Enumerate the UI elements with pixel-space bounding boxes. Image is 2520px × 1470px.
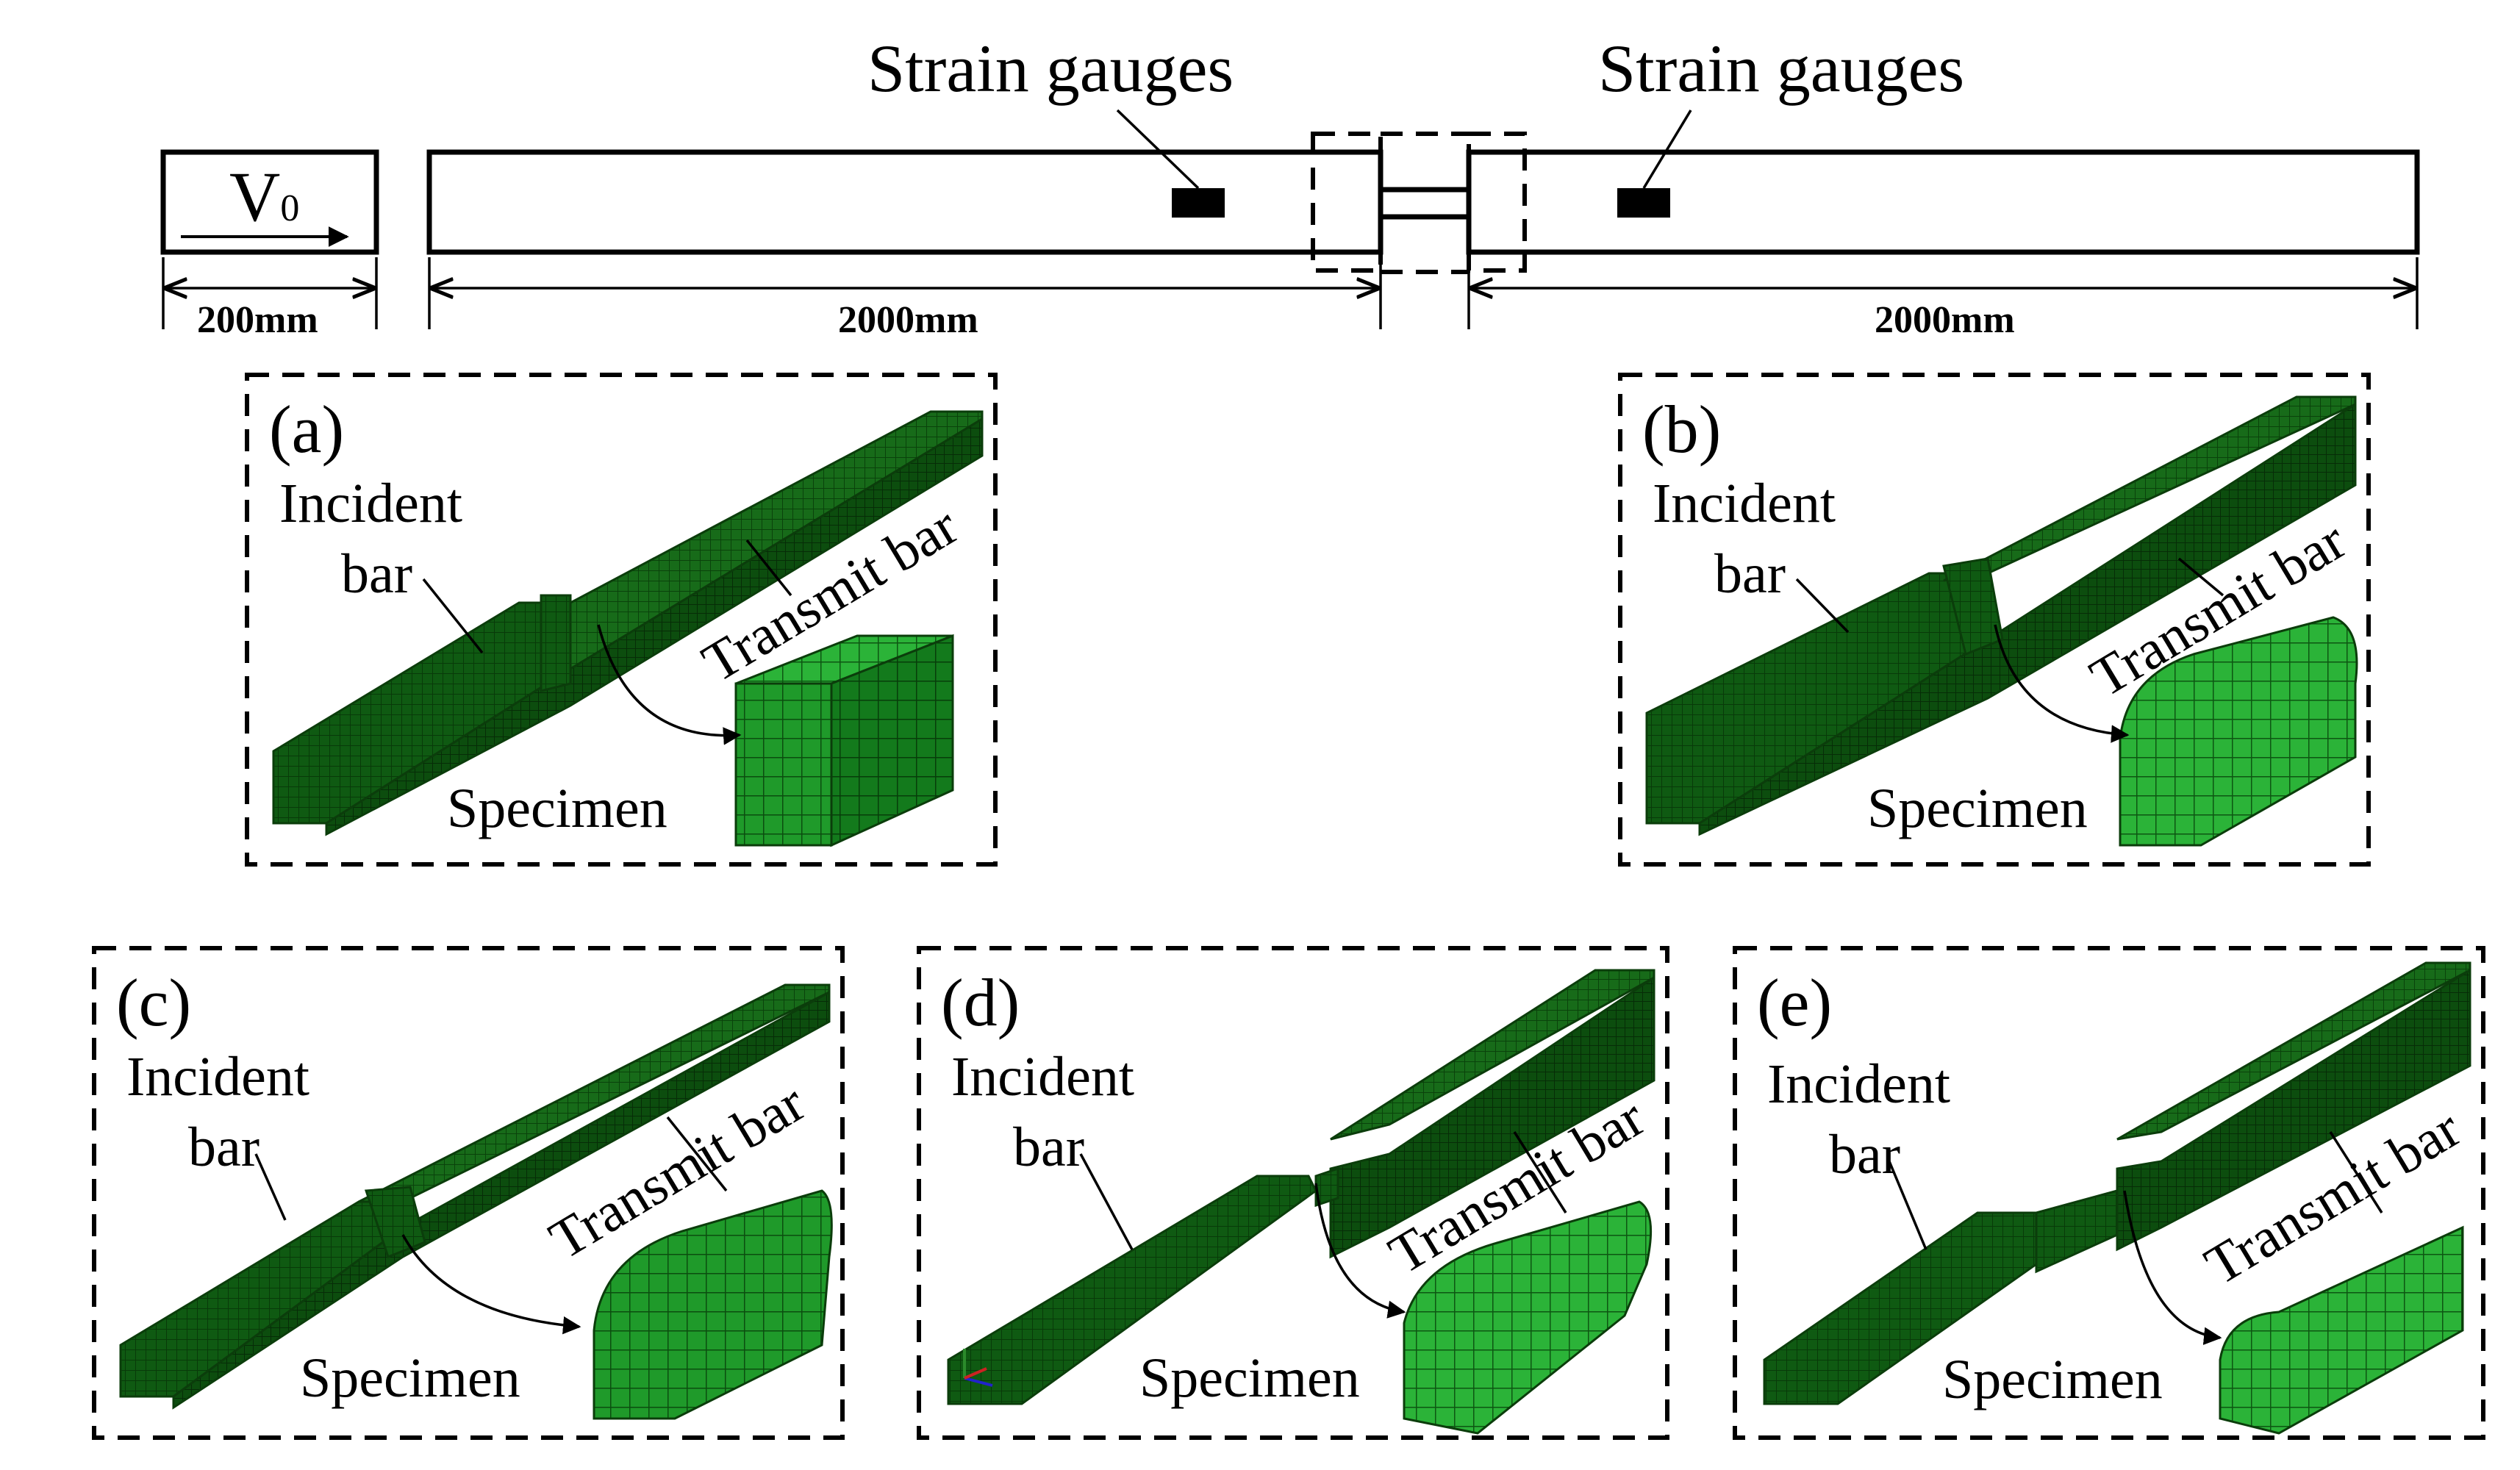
panel-tag: (a) — [269, 392, 344, 467]
zoom-box-right — [1467, 132, 1527, 273]
incident-bar-schematic — [426, 149, 1384, 255]
leader-transmit — [2329, 1131, 2383, 1213]
transmit-bar-mesh — [1330, 969, 1655, 1141]
striker-velocity-label: V0 — [229, 157, 299, 236]
panel-frame — [1618, 373, 2371, 867]
strain-gauges-label-left: Strain gauges — [867, 31, 1234, 106]
strain-gauges-label-right: Strain gauges — [1598, 31, 1964, 106]
specimen-cube-side — [830, 634, 954, 847]
zoom-arrow — [401, 1234, 581, 1335]
panel-a: (a) Incident bar Transmit bar Specimen — [245, 373, 998, 867]
incident-label-2: bar — [1829, 1124, 1900, 1186]
specimen-half-cylinder — [2219, 1225, 2464, 1435]
incident-label-1: Incident — [279, 473, 462, 534]
panel-frame — [245, 373, 998, 867]
zoom-arrow — [597, 624, 742, 745]
incident-label-1: Incident — [126, 1046, 309, 1108]
specimen-in-bar — [364, 1186, 426, 1258]
specimen-in-bar — [1942, 557, 2004, 656]
strain-gauge-left — [1172, 188, 1225, 218]
panel-frame — [917, 946, 1669, 1440]
specimen-in-bar — [2035, 1189, 2119, 1274]
specimen-cube-front — [734, 682, 833, 847]
specimen-half-cylinder — [593, 1189, 833, 1420]
strain-gauge-right — [1617, 188, 1670, 218]
specimen-label: Specimen — [1867, 778, 2088, 839]
panel-tag: (e) — [1757, 965, 1832, 1040]
panel-d: (d) Incident bar Transmit bar Specimen — [917, 946, 1669, 1440]
leader-transmit — [2177, 557, 2224, 597]
panel-frame — [1733, 946, 2485, 1440]
leader-transmit — [745, 539, 792, 597]
incident-label-1: Incident — [951, 1046, 1134, 1108]
specimen-label: Specimen — [300, 1347, 520, 1409]
dim-transmit-label: 2000mm — [1875, 299, 2015, 341]
dim-incident-label: 2000mm — [838, 299, 978, 341]
incident-label-2: bar — [1714, 543, 1786, 605]
specimen-in-bar — [540, 594, 572, 692]
panel-e: (e) Incident bar Transmit bar Specimen — [1733, 946, 2485, 1440]
leader-incident — [1795, 578, 1850, 634]
dim-striker-label: 200mm — [197, 299, 318, 341]
zoom-arrow — [1314, 1183, 1406, 1319]
panel-frame — [92, 946, 845, 1440]
specimen-label: Specimen — [447, 778, 667, 839]
incident-label-1: Incident — [1653, 473, 1836, 534]
incident-label-2: bar — [1013, 1116, 1084, 1178]
leader-transmit — [666, 1116, 728, 1192]
leader-incident — [422, 578, 484, 654]
leader-incident — [1888, 1161, 1927, 1250]
leader-transmit — [1513, 1131, 1567, 1213]
specimen-label: Specimen — [1139, 1347, 1360, 1409]
transmit-bar-side — [1329, 975, 1655, 1259]
gauge-leader-left — [1116, 109, 1200, 190]
specimen-label: Specimen — [1942, 1349, 2163, 1410]
transmit-bar-mesh — [2116, 961, 2471, 1141]
gauge-leader-right — [1642, 110, 1692, 189]
panel-tag: (b) — [1642, 392, 1721, 467]
leader-incident — [1079, 1153, 1134, 1250]
specimen-half-cylinder — [1403, 1200, 1653, 1435]
panel-tag: (c) — [116, 965, 191, 1040]
zoom-arrow — [2123, 1190, 2222, 1345]
axis-triad-icon — [963, 1349, 993, 1387]
incident-label-2: bar — [341, 543, 412, 605]
specimen-half-cylinder — [2119, 616, 2358, 847]
incident-label-2: bar — [188, 1116, 259, 1178]
leader-incident — [254, 1153, 287, 1221]
striker-bar — [160, 149, 379, 255]
incident-label-1: Incident — [1767, 1053, 1950, 1115]
specimen-in-bar — [1314, 1166, 1339, 1208]
transmit-bar-side — [2116, 968, 2471, 1252]
panel-b: (b) Incident bar Transmit bar Specimen — [1618, 373, 2371, 867]
top-schematic: V0 Strain gauges Strain gauges 200mm 200… — [160, 31, 2420, 341]
panel-c: (c) Incident bar Transmit bar Specimen — [92, 946, 845, 1440]
transmit-bar-schematic — [1466, 149, 2420, 255]
zoom-arrow — [1994, 624, 2130, 743]
panel-tag: (d) — [941, 965, 1020, 1040]
